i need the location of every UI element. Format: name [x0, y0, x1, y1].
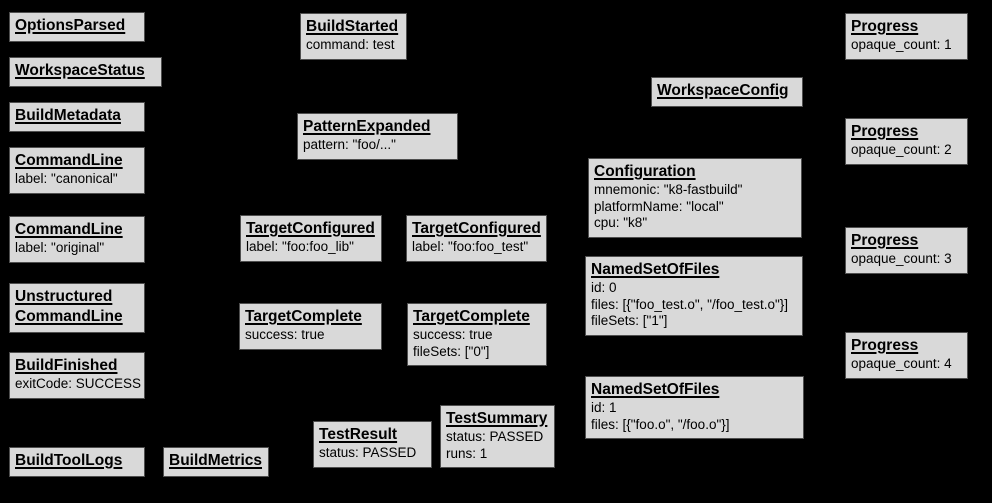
- node-attribute: pattern: "foo/...": [303, 137, 396, 152]
- node-title: Progress: [851, 337, 919, 354]
- node-attribute: id: 1: [591, 400, 617, 415]
- node-attribute: label: "original": [15, 240, 105, 255]
- node-options-parsed: OptionsParsed: [9, 12, 145, 42]
- node-attribute: fileSets: ["1"]: [591, 313, 668, 328]
- node-title: CommandLine: [15, 221, 123, 238]
- node-workspace-status: WorkspaceStatus: [9, 57, 162, 87]
- node-progress-3: Progress opaque_count: 3: [845, 227, 968, 274]
- node-target-complete-foo-lib: TargetComplete success: true: [239, 303, 382, 350]
- node-title: TargetConfigured: [246, 220, 375, 237]
- node-attribute: label: "foo:foo_lib": [246, 239, 354, 254]
- node-pattern-expanded: PatternExpanded pattern: "foo/...": [297, 113, 458, 160]
- node-attribute: files: [{"foo.o", "/foo.o"}]: [591, 416, 730, 432]
- node-attribute: opaque_count: 3: [851, 251, 952, 266]
- node-target-configured-foo-lib: TargetConfigured label: "foo:foo_lib": [240, 215, 382, 262]
- node-test-result: TestResult status: PASSED: [313, 421, 432, 468]
- node-target-complete-foo-test: TargetComplete success: true fileSets: […: [407, 303, 547, 366]
- node-title: TestSummary: [446, 410, 548, 427]
- node-build-started: BuildStarted command: test: [300, 13, 407, 60]
- node-progress-2: Progress opaque_count: 2: [845, 118, 968, 165]
- node-workspace-config: WorkspaceConfig: [651, 77, 803, 107]
- node-title: Unstructured CommandLine: [15, 288, 123, 325]
- node-attribute: success: true: [413, 327, 493, 342]
- node-title: TestResult: [319, 426, 398, 443]
- node-attribute: label: "canonical": [15, 171, 118, 186]
- node-title: TargetConfigured: [412, 220, 541, 237]
- node-attribute: id: 0: [591, 280, 617, 295]
- node-progress-4: Progress opaque_count: 4: [845, 332, 968, 379]
- node-command-line-canonical: CommandLine label: "canonical": [9, 147, 145, 194]
- node-title: TargetComplete: [245, 308, 362, 325]
- node-attribute: exitCode: SUCCESS: [15, 376, 142, 391]
- node-named-set-of-files-0: NamedSetOfFiles id: 0 files: [{"foo_test…: [585, 256, 803, 336]
- node-configuration: Configuration mnemonic: "k8-fastbuild" p…: [588, 158, 802, 238]
- node-build-tool-logs: BuildToolLogs: [9, 447, 145, 477]
- node-title: WorkspaceStatus: [15, 62, 145, 79]
- node-attribute: status: PASSED: [319, 445, 417, 460]
- node-title: BuildToolLogs: [15, 452, 123, 469]
- node-attribute: status: PASSED: [446, 429, 544, 444]
- node-progress-1: Progress opaque_count: 1: [845, 13, 968, 60]
- node-title: Progress: [851, 123, 919, 140]
- node-title: BuildMetrics: [169, 452, 263, 469]
- node-title: WorkspaceConfig: [657, 82, 789, 99]
- node-title: BuildFinished: [15, 357, 118, 374]
- node-attribute: platformName: "local": [594, 198, 724, 214]
- node-title: NamedSetOfFiles: [591, 381, 720, 398]
- node-test-summary: TestSummary status: PASSED runs: 1: [440, 405, 555, 468]
- node-target-configured-foo-test: TargetConfigured label: "foo:foo_test": [406, 215, 547, 262]
- node-build-finished: BuildFinished exitCode: SUCCESS: [9, 352, 145, 399]
- node-title: PatternExpanded: [303, 118, 431, 135]
- node-title: Progress: [851, 18, 919, 35]
- node-title: NamedSetOfFiles: [591, 261, 720, 278]
- node-build-metrics: BuildMetrics: [163, 447, 269, 477]
- node-title: TargetComplete: [413, 308, 530, 325]
- node-attribute: opaque_count: 1: [851, 37, 952, 52]
- node-attribute: command: test: [306, 37, 395, 52]
- node-title: OptionsParsed: [15, 17, 126, 34]
- node-attribute: success: true: [245, 327, 325, 342]
- node-unstructured-command-line: Unstructured CommandLine: [9, 283, 145, 333]
- node-attribute: opaque_count: 2: [851, 142, 952, 157]
- node-build-metadata: BuildMetadata: [9, 102, 145, 132]
- node-attribute: opaque_count: 4: [851, 356, 952, 371]
- node-title: Configuration: [594, 163, 696, 180]
- node-attribute: files: [{"foo_test.o", "/foo_test.o"}]: [591, 296, 789, 312]
- node-attribute: cpu: "k8": [594, 215, 648, 230]
- node-attribute: runs: 1: [446, 445, 488, 461]
- node-named-set-of-files-1: NamedSetOfFiles id: 1 files: [{"foo.o", …: [585, 376, 804, 439]
- node-attribute: mnemonic: "k8-fastbuild": [594, 182, 743, 197]
- node-attribute: fileSets: ["0"]: [413, 343, 490, 359]
- node-title: BuildStarted: [306, 18, 399, 35]
- node-title: Progress: [851, 232, 919, 249]
- node-attribute: label: "foo:foo_test": [412, 239, 529, 254]
- node-title: CommandLine: [15, 152, 123, 169]
- node-command-line-original: CommandLine label: "original": [9, 216, 145, 263]
- node-title: BuildMetadata: [15, 107, 121, 124]
